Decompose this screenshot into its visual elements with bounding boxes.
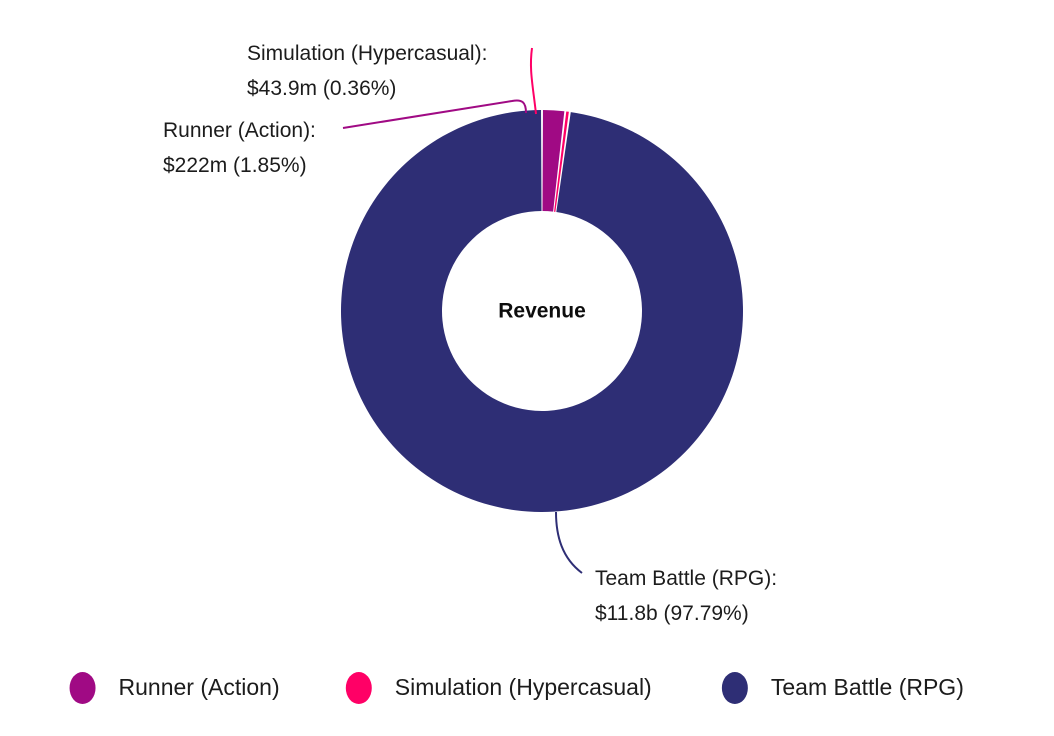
leader-line-simulation [529,47,537,115]
legend-item[interactable]: Runner (Action) [69,672,280,704]
callout-simulation-line1: Simulation (Hypercasual): [247,42,487,65]
chart-legend: Runner (Action) Simulation (Hypercasual) T… [69,672,964,704]
legend-item[interactable]: Simulation (Hypercasual) [345,672,652,704]
legend-label: Runner (Action) [119,674,280,700]
legend-swatch-icon [721,672,748,704]
callout-runner-line2: $222m (1.85%) [163,154,307,177]
leader-lines [342,47,583,574]
legend-label: Simulation (Hypercasual) [395,674,652,700]
slice-runner-action[interactable] [542,110,565,212]
donut-center-label: Revenue [498,300,586,323]
legend-swatch-icon [345,672,372,704]
callout-team-battle-line1: Team Battle (RPG): [595,567,777,590]
callout-team-battle-line2: $11.8b (97.79%) [595,602,749,625]
slice-simulation-hypercasual[interactable] [554,111,569,212]
leader-line-team-battle [555,511,583,574]
slice-team-battle-rpg[interactable] [341,110,744,512]
leader-line-runner [342,99,527,129]
legend-item[interactable]: Team Battle (RPG) [721,672,964,704]
callout-team-battle: Team Battle (RPG): $11.8b (97.79%) [595,567,777,625]
callout-runner: Runner (Action): $222m (1.85%) [163,119,316,177]
legend-label: Team Battle (RPG) [771,674,964,700]
callout-runner-line1: Runner (Action): [163,119,316,142]
callout-simulation: Simulation (Hypercasual): $43.9m (0.36%) [247,42,487,100]
callout-simulation-line2: $43.9m (0.36%) [247,77,396,100]
donut-slices [341,110,744,512]
legend-swatch-icon [69,672,96,704]
